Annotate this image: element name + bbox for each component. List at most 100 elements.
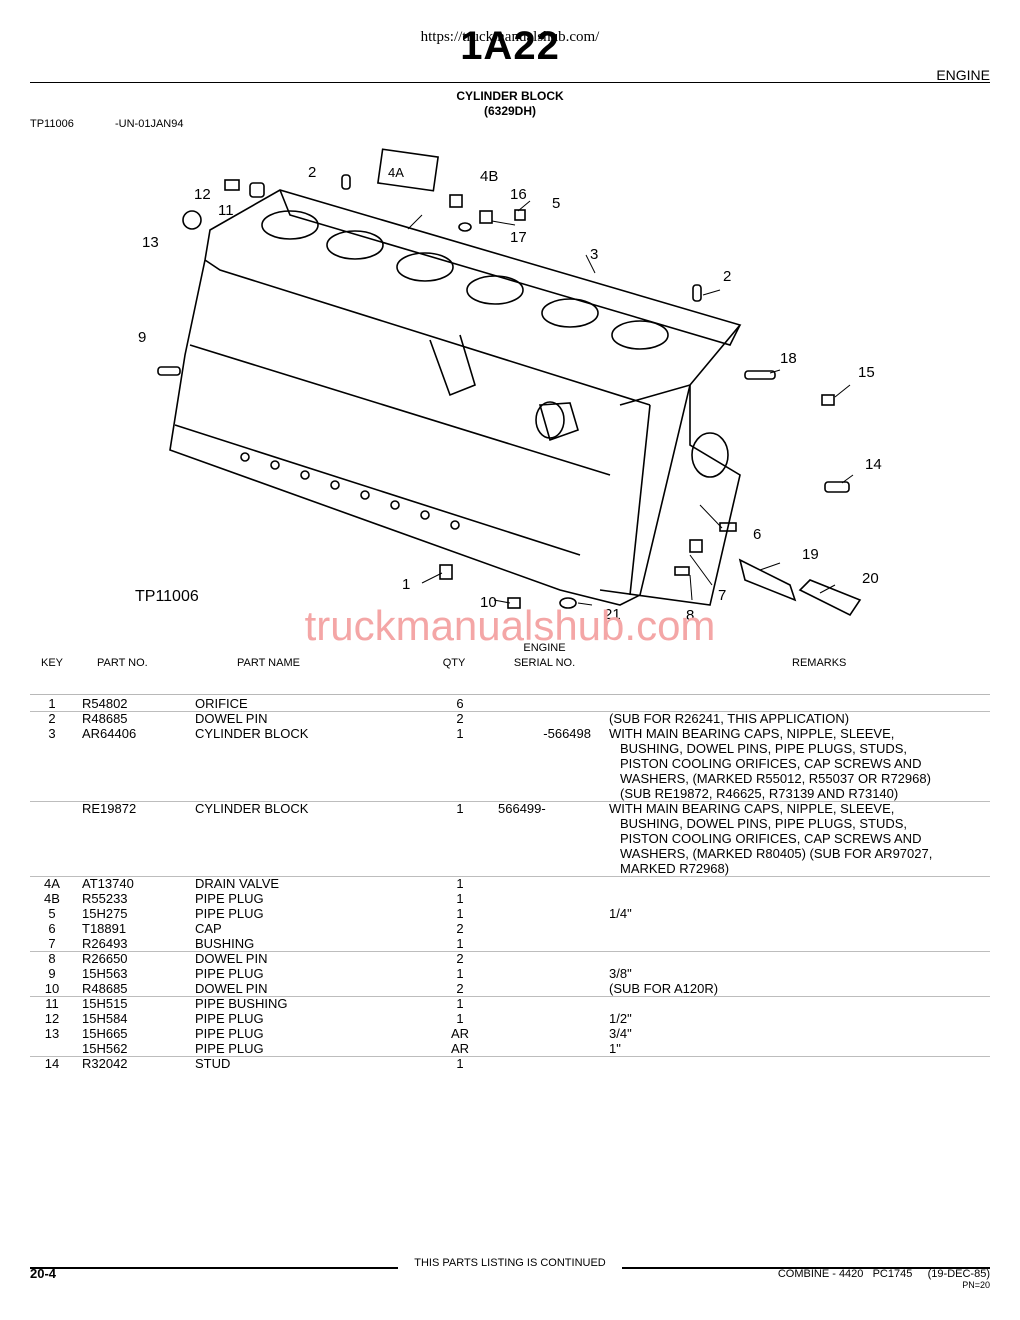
cell-part-no: R26493 <box>82 936 128 951</box>
cell-part-name: DOWEL PIN <box>195 981 268 996</box>
cell-part-name: ORIFICE <box>195 696 248 711</box>
cell-qty: 2 <box>456 981 464 996</box>
cell-qty: 6 <box>456 696 464 711</box>
cell-qty: AR <box>450 1026 470 1041</box>
cell-qty: 1 <box>456 726 464 741</box>
cell-remarks: 3/4" <box>609 1026 632 1041</box>
table-row: 1 R54802 ORIFICE 6 <box>0 696 1020 711</box>
cell-part-name: CAP <box>195 921 222 936</box>
callout-2b: 2 <box>723 268 731 285</box>
callout-14: 14 <box>865 456 882 473</box>
cell-qty: 2 <box>456 711 464 726</box>
cell-part-name: PIPE PLUG <box>195 906 264 921</box>
callout-4a: 4A <box>388 165 404 180</box>
figure-label: TP11006 <box>135 588 199 605</box>
cell-part-no: 15H562 <box>82 1041 128 1056</box>
cell-qty: 1 <box>456 1011 464 1026</box>
cell-part-name: STUD <box>195 1056 231 1071</box>
cell-key: 6 <box>48 921 56 936</box>
callout-11: 11 <box>218 202 234 219</box>
cell-part-name: PIPE BUSHING <box>195 996 288 1011</box>
continued-note: THIS PARTS LISTING IS CONTINUED <box>414 1257 606 1269</box>
callout-labels: 2 4A 4B 16 5 17 12 11 13 3 2 9 18 15 14 … <box>135 164 882 624</box>
callout-15: 15 <box>858 364 875 381</box>
cell-key: 4B <box>44 891 60 906</box>
cell-part-name: PIPE PLUG <box>195 1041 264 1056</box>
loose-parts-drawing <box>157 148 862 617</box>
header-part-no: PART NO. <box>97 657 148 669</box>
table-row: MARKED R72968) <box>0 861 1020 876</box>
cell-part-no: 15H665 <box>82 1026 128 1041</box>
cell-remarks: MARKED R72968) <box>620 861 730 876</box>
cell-remarks: WASHERS, (MARKED R55012, R55037 OR R7296… <box>620 771 931 786</box>
cell-part-no: R54802 <box>82 696 128 711</box>
cell-part-name: CYLINDER BLOCK <box>195 801 309 816</box>
cell-key: 14 <box>44 1056 60 1071</box>
row-separator <box>30 711 990 712</box>
cell-key: 1 <box>48 696 56 711</box>
header-serial-no: SERIAL NO. <box>513 657 576 669</box>
header-separator <box>30 694 990 695</box>
cell-key: 9 <box>48 966 56 981</box>
cell-serial-no: 566499- <box>498 801 546 816</box>
cell-part-name: PIPE PLUG <box>195 1011 264 1026</box>
cell-remarks: 1" <box>609 1041 621 1056</box>
cell-part-no: R48685 <box>82 711 128 726</box>
cell-key: 8 <box>48 951 56 966</box>
title-main: CYLINDER BLOCK <box>456 89 564 103</box>
cell-qty: 1 <box>456 966 464 981</box>
cell-qty: 2 <box>456 921 464 936</box>
cell-remarks: PISTON COOLING ORIFICES, CAP SCREWS AND <box>620 831 922 846</box>
row-separator <box>30 996 990 997</box>
cell-part-name: PIPE PLUG <box>195 891 264 906</box>
table-row: WASHERS, (MARKED R55012, R55037 OR R7296… <box>0 771 1020 786</box>
cell-remarks: WASHERS, (MARKED R80405) (SUB FOR AR9702… <box>620 846 933 861</box>
table-row: WASHERS, (MARKED R80405) (SUB FOR AR9702… <box>0 846 1020 861</box>
cell-part-no: R55233 <box>82 891 128 906</box>
footer-info: COMBINE - 4420 PC1745 (19-DEC-85) <box>778 1268 990 1280</box>
callout-17: 17 <box>510 229 527 246</box>
cell-part-no: R32042 <box>82 1056 128 1071</box>
cell-key: 3 <box>48 726 56 741</box>
page-title: CYLINDER BLOCK (6329DH) <box>0 89 1020 119</box>
cell-qty: 1 <box>456 906 464 921</box>
cell-remarks: (SUB FOR A120R) <box>609 981 719 996</box>
cell-key: 7 <box>48 936 56 951</box>
cell-remarks: 1/4" <box>609 906 632 921</box>
callout-9: 10 <box>480 594 497 611</box>
cell-part-no: R48685 <box>82 981 128 996</box>
cell-key: 11 <box>45 996 59 1011</box>
callout-13: 13 <box>142 234 159 251</box>
cell-part-name: PIPE PLUG <box>195 966 264 981</box>
cell-part-name: DOWEL PIN <box>195 711 268 726</box>
footer-date: (19-DEC-85) <box>927 1268 990 1280</box>
cell-key: 12 <box>44 1011 60 1026</box>
figure-id: TP11006 <box>30 118 74 130</box>
cylinder-block-diagram: 2 4A 4B 16 5 17 12 11 13 3 2 9 18 15 14 … <box>135 148 882 624</box>
header-remarks: REMARKS <box>792 657 847 669</box>
cell-key: 10 <box>44 981 60 996</box>
row-separator <box>30 1056 990 1057</box>
header-key: KEY <box>40 657 63 669</box>
row-separator <box>30 876 990 877</box>
figure-date: -UN-01JAN94 <box>115 118 184 130</box>
page-number: 20-4 <box>30 1266 57 1281</box>
table-row: 6 T18891 CAP 2 <box>0 921 1020 936</box>
row-separator <box>30 801 990 802</box>
callout-10: 9 <box>138 329 146 346</box>
cell-qty: 1 <box>456 936 464 951</box>
title-sub: (6329DH) <box>483 104 537 118</box>
callout-4b: 4B <box>480 168 498 185</box>
footer-pc: PC1745 <box>872 1268 913 1280</box>
cell-key: 2 <box>48 711 56 726</box>
cell-part-name: CYLINDER BLOCK <box>195 726 309 741</box>
cell-remarks: (SUB RE19872, R46625, R73139 AND R73140) <box>620 786 899 801</box>
cell-part-no: T18891 <box>82 921 127 936</box>
header-rule <box>30 82 990 83</box>
